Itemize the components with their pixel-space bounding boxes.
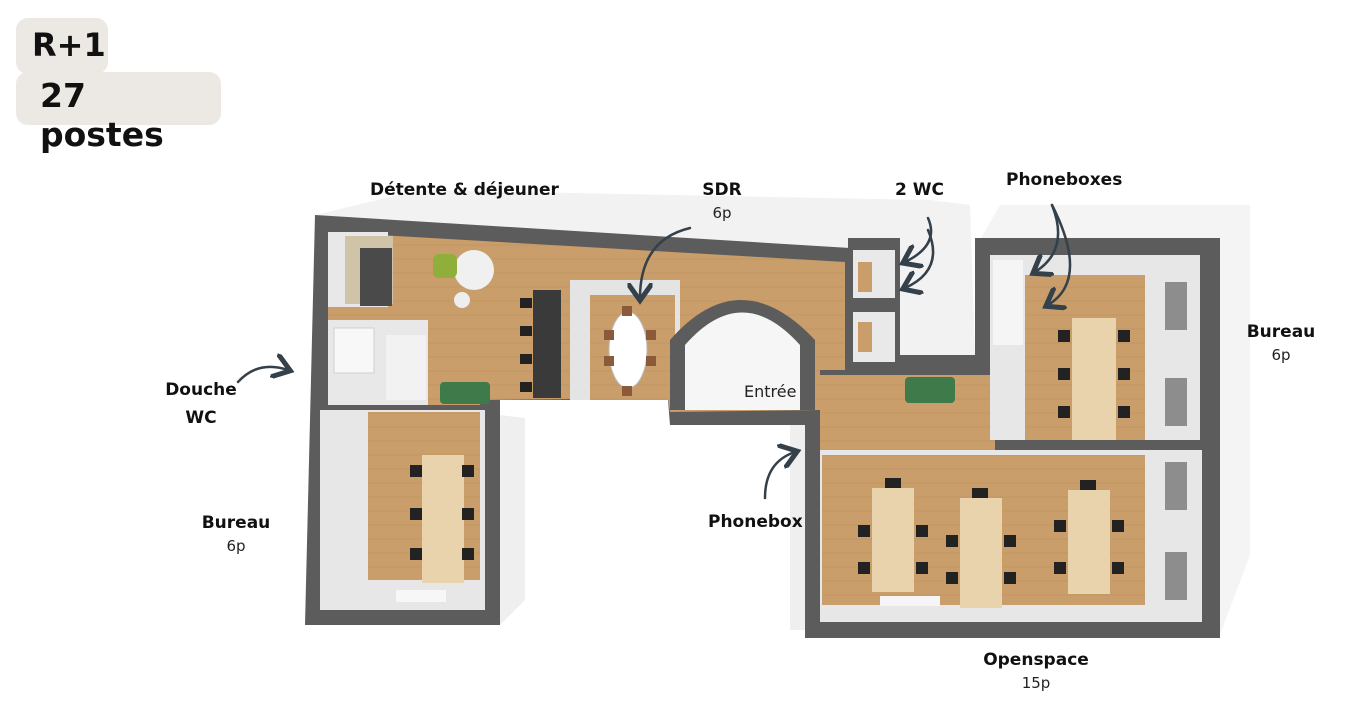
workstations-label: 27 postes — [40, 76, 164, 154]
room-wc-title: 2 WC — [895, 180, 944, 200]
level-label: R+1 — [32, 26, 106, 64]
room-detente: Détente & déjeuner — [370, 180, 559, 200]
arrow-wc-2 — [905, 228, 935, 288]
room-bureau-left-title: Bureau — [201, 513, 271, 533]
arrow-phonebox — [763, 452, 795, 500]
room-sdr-capacity: 6p — [712, 204, 732, 222]
room-sdr: SDR 6p — [695, 180, 749, 222]
room-bureau-right: Bureau 6p — [1244, 322, 1318, 364]
room-wc: 2 WC — [895, 180, 944, 200]
room-douche-wc: Douche WC — [160, 380, 242, 428]
room-openspace: Openspace 15p — [978, 650, 1094, 692]
room-bureau-left-capacity: 6p — [226, 537, 246, 555]
room-entree-title: Entrée — [744, 382, 797, 401]
room-entree: Entrée — [744, 382, 796, 401]
room-phoneboxes: Phoneboxes — [1006, 170, 1122, 190]
furniture — [333, 236, 1187, 608]
room-openspace-capacity: 15p — [1021, 674, 1051, 692]
room-detente-title: Détente & déjeuner — [370, 180, 559, 200]
room-phoneboxes-title: Phoneboxes — [1006, 170, 1123, 190]
workstations-badge: 27 postes — [16, 72, 221, 154]
room-bureau-right-capacity: 6p — [1271, 346, 1291, 364]
room-bureau-right-title: Bureau — [1246, 322, 1316, 342]
level-badge: R+1 — [16, 18, 108, 74]
room-phonebox-title: Phonebox — [708, 512, 803, 532]
arrow-phoneboxes-2 — [1048, 203, 1072, 305]
room-douche-line2: WC — [185, 408, 217, 428]
room-douche-line1: Douche — [165, 380, 237, 400]
room-bureau-left: Bureau 6p — [198, 513, 274, 555]
room-phonebox: Phonebox — [708, 512, 803, 532]
arrow-wc-1 — [905, 216, 933, 262]
room-openspace-title: Openspace — [983, 650, 1089, 670]
room-sdr-title: SDR — [702, 180, 742, 200]
arrow-sdr — [640, 226, 692, 298]
arrow-douche — [236, 367, 288, 384]
